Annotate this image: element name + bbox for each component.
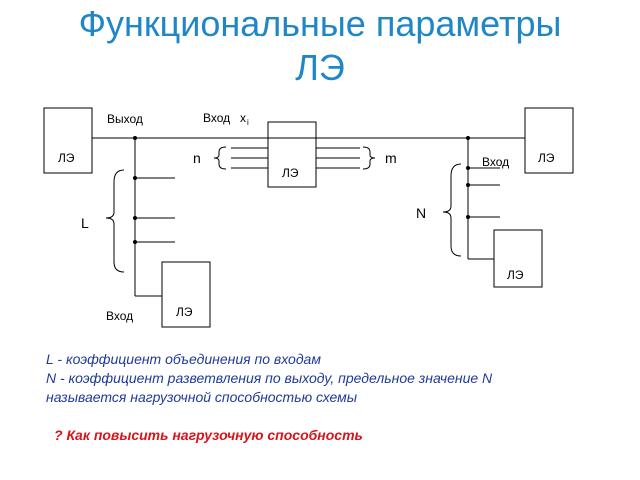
input-label-bottom: Вход xyxy=(106,309,133,323)
xi-label: x xyxy=(240,111,246,125)
n-brace xyxy=(213,146,227,170)
input-xi-label: Вход xyxy=(203,111,230,125)
L-brace xyxy=(105,169,125,273)
le-label-top-right: ЛЭ xyxy=(538,151,555,165)
le-box-bottom-left xyxy=(161,261,211,328)
le-box-top-left xyxy=(43,107,93,174)
le-box-top-right xyxy=(524,107,574,174)
N-brace xyxy=(442,163,462,257)
input-label-right: Вход xyxy=(482,155,509,169)
notes: L - коэффициент объединения по входам N … xyxy=(46,350,626,407)
L-label: L xyxy=(81,215,89,231)
note-line-2: N - коэффициент разветвления по выходу, … xyxy=(46,370,493,386)
note-line-3: называется нагрузочной способностью схем… xyxy=(46,389,358,405)
le-label-bottom-right: ЛЭ xyxy=(507,268,524,282)
title-line-1: Функциональные параметры xyxy=(78,3,562,44)
m-label: m xyxy=(385,150,397,166)
xi-index: i xyxy=(247,118,249,127)
le-label-bottom-left: ЛЭ xyxy=(176,305,193,319)
page-title: Функциональные параметры ЛЭ xyxy=(0,2,640,90)
le-box-center xyxy=(267,121,317,188)
n-label: n xyxy=(193,150,201,166)
N-label: N xyxy=(416,205,426,221)
question-text: ? Как повысить нагрузочную способность xyxy=(54,427,363,443)
le-label-top-left: ЛЭ xyxy=(58,151,75,165)
m-brace xyxy=(362,146,376,170)
output-label: Выход xyxy=(107,112,143,126)
note-line-1: L - коэффициент объединения по входам xyxy=(46,351,321,367)
le-label-center: ЛЭ xyxy=(282,166,299,180)
title-line-2: ЛЭ xyxy=(295,47,345,88)
le-box-bottom-right xyxy=(493,229,543,288)
